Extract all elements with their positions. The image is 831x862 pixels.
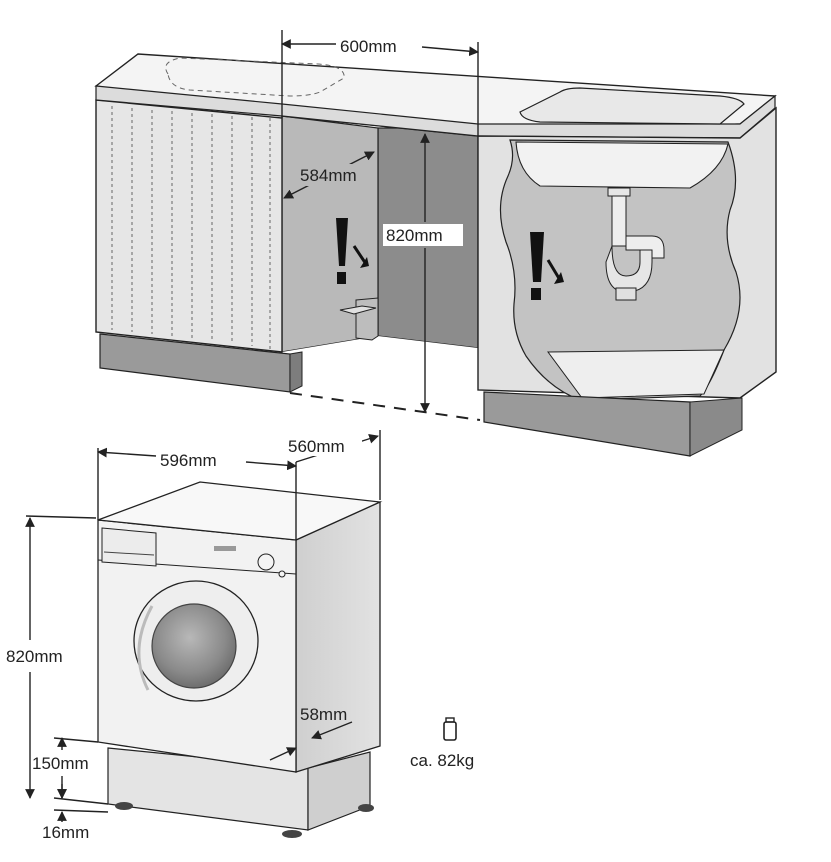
control-display <box>214 546 236 551</box>
plinth-recess-label: 58mm <box>300 705 347 724</box>
machine-width-label: 596mm <box>160 451 217 470</box>
niche-floor-block <box>355 297 379 341</box>
niche-width-dimension: 600mm <box>281 30 479 136</box>
right-cabinet-plinth <box>483 391 691 457</box>
foot-height-dimension: 16mm <box>42 784 109 842</box>
plinth-height-label: 150mm <box>32 754 89 773</box>
sink-basin <box>519 87 745 125</box>
niche-floor <box>282 336 480 420</box>
machine-foot <box>358 804 374 812</box>
kitchen-niche-illustration: 600mm 584mm 820mm <box>94 30 777 457</box>
plinth-recess-dimension: 58mm <box>269 705 353 761</box>
program-knob <box>257 553 275 571</box>
machine-foot <box>282 830 302 838</box>
niche-depth-label: 584mm <box>300 166 357 185</box>
weight-label: ca. 82kg <box>410 751 474 770</box>
plinth-height-dimension: 150mm <box>32 737 99 799</box>
sink-drain-trap <box>605 187 665 301</box>
niche-depth-dimension: 584mm <box>283 151 375 199</box>
warning-exclamation-icon <box>336 218 369 284</box>
weight-icon <box>443 717 457 741</box>
machine-foot <box>115 802 133 810</box>
machine-side-panel <box>295 500 381 773</box>
niche-width-label: 600mm <box>340 37 397 56</box>
machine-door-glass <box>151 603 237 689</box>
niche-height-dimension: 820mm <box>383 133 463 413</box>
machine-height-dimension: 820mm <box>6 515 97 799</box>
left-cabinet-front <box>95 99 283 353</box>
niche-floor-dashed-line <box>289 392 481 421</box>
foot-height-label: 16mm <box>42 823 89 842</box>
right-cabinet-cutaway <box>499 139 741 401</box>
machine-depth-label: 560mm <box>288 437 345 456</box>
niche-height-label: 820mm <box>386 226 443 245</box>
machine-width-dimension: 596mm <box>97 447 297 540</box>
warning-exclamation-icon <box>530 232 564 300</box>
sink-bowl-underside <box>515 141 729 189</box>
detergent-drawer <box>101 527 157 567</box>
left-cabinet-texture <box>111 106 271 349</box>
weight-indicator: ca. 82kg <box>410 717 474 770</box>
machine-top <box>97 481 383 541</box>
machine-depth-dimension: 560mm <box>286 430 381 500</box>
washing-machine-illustration: 596mm 560mm 820mm 150mm 1 <box>6 430 383 842</box>
machine-height-label: 820mm <box>6 647 63 666</box>
hob-outline <box>165 57 345 97</box>
